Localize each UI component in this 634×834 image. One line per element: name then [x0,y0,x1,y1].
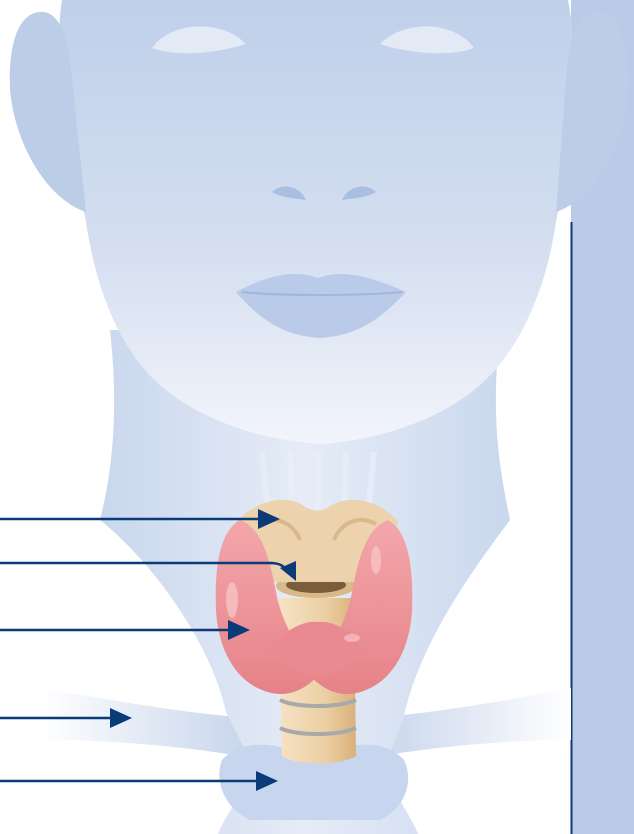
anatomy-illustration [0,0,634,834]
thyroid-diagram [0,0,634,834]
